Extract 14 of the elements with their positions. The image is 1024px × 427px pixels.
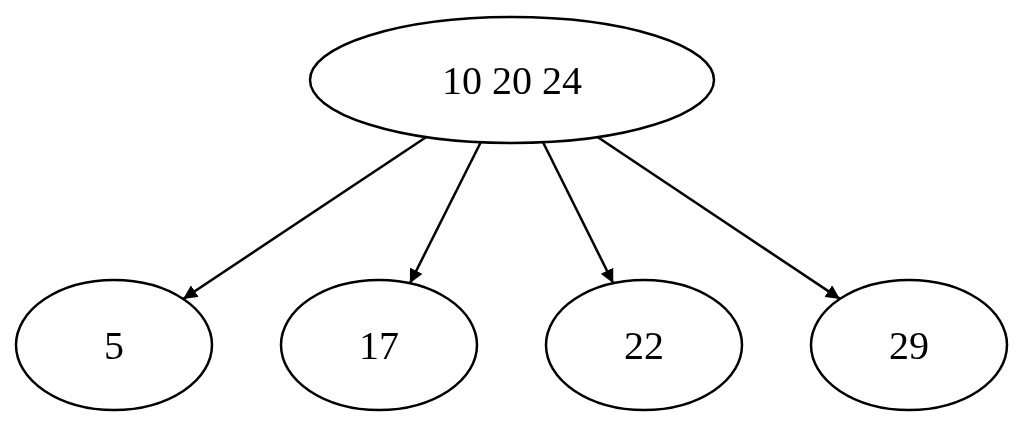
node-label: 29 [889, 321, 929, 369]
ellipse-node [544, 278, 744, 412]
node-label: 5 [104, 321, 124, 369]
arrow [596, 136, 841, 300]
arrow [182, 136, 427, 300]
node-label: 22 [624, 321, 664, 369]
arrow [408, 141, 482, 284]
ellipse-node [809, 278, 1009, 412]
ellipse-node [279, 278, 479, 412]
arrow [541, 141, 615, 284]
node-label: 10 20 24 [442, 56, 582, 104]
ellipse-node [308, 15, 716, 145]
node-label: 17 [359, 321, 399, 369]
ellipse-node [14, 278, 214, 412]
